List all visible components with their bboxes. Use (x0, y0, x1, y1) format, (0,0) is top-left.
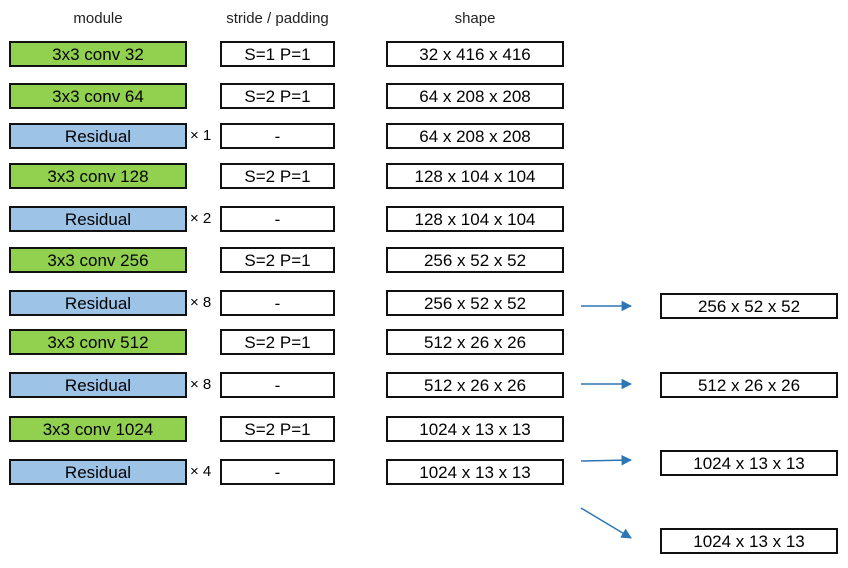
arrow (580, 454, 633, 466)
module-box-residual: Residual (9, 290, 187, 316)
module-box-residual: Residual (9, 459, 187, 485)
stride-box: S=2 P=1 (220, 416, 335, 442)
module-box-residual: Residual (9, 123, 187, 149)
stride-box: - (220, 290, 335, 316)
module-box-residual: Residual (9, 206, 187, 232)
shape-box: 64 x 208 x 208 (386, 83, 564, 109)
output-shape-box: 1024 x 13 x 13 (660, 450, 838, 476)
module-box-residual: Residual (9, 372, 187, 398)
shape-box: 256 x 52 x 52 (386, 247, 564, 273)
module-box-conv: 3x3 conv 1024 (9, 416, 187, 442)
stride-box: - (220, 459, 335, 485)
repeat-count: × 2 (190, 210, 212, 227)
output-shape-box: 1024 x 13 x 13 (660, 528, 838, 554)
repeat-count: × 4 (190, 463, 212, 480)
stride-box: S=2 P=1 (220, 163, 335, 189)
output-shape-box: 512 x 26 x 26 (660, 372, 838, 398)
stride-box: S=2 P=1 (220, 247, 335, 273)
shape-box: 512 x 26 x 26 (386, 372, 564, 398)
module-box-conv: 3x3 conv 256 (9, 247, 187, 273)
stride-box: S=2 P=1 (220, 83, 335, 109)
shape-box: 1024 x 13 x 13 (386, 416, 564, 442)
module-box-conv: 3x3 conv 32 (9, 41, 187, 67)
module-box-conv: 3x3 conv 128 (9, 163, 187, 189)
module-box-conv: 3x3 conv 512 (9, 329, 187, 355)
shape-box: 1024 x 13 x 13 (386, 459, 564, 485)
shape-box: 32 x 416 x 416 (386, 41, 564, 67)
header-shape: shape (454, 10, 496, 27)
output-shape-box: 256 x 52 x 52 (660, 293, 838, 319)
shape-box: 256 x 52 x 52 (386, 290, 564, 316)
header-stride-padding: stride / padding (226, 10, 329, 27)
stride-box: - (220, 206, 335, 232)
arrow (580, 507, 632, 539)
repeat-count: × 8 (190, 376, 212, 393)
header-module: module (73, 10, 123, 27)
stride-box: - (220, 372, 335, 398)
stride-box: S=2 P=1 (220, 329, 335, 355)
shape-box: 512 x 26 x 26 (386, 329, 564, 355)
shape-box: 64 x 208 x 208 (386, 123, 564, 149)
module-box-conv: 3x3 conv 64 (9, 83, 187, 109)
repeat-count: × 8 (190, 294, 212, 311)
stride-box: S=1 P=1 (220, 41, 335, 67)
shape-box: 128 x 104 x 104 (386, 206, 564, 232)
repeat-count: × 1 (190, 127, 212, 144)
stride-box: - (220, 123, 335, 149)
shape-box: 128 x 104 x 104 (386, 163, 564, 189)
